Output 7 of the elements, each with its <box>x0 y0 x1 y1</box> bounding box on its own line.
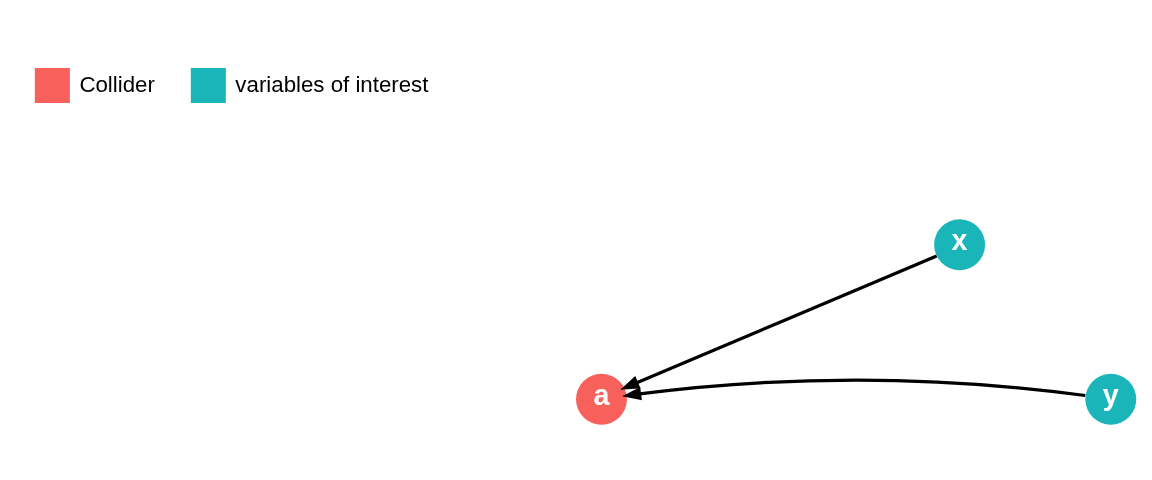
arrow <box>620 254 938 390</box>
legend-label: variables of interest <box>235 71 429 97</box>
node-circle: x <box>934 219 986 271</box>
legend-label: Collider <box>79 71 155 97</box>
arrow <box>622 378 1086 401</box>
node-circle: y <box>1085 373 1137 425</box>
node-circle: a <box>576 373 627 425</box>
